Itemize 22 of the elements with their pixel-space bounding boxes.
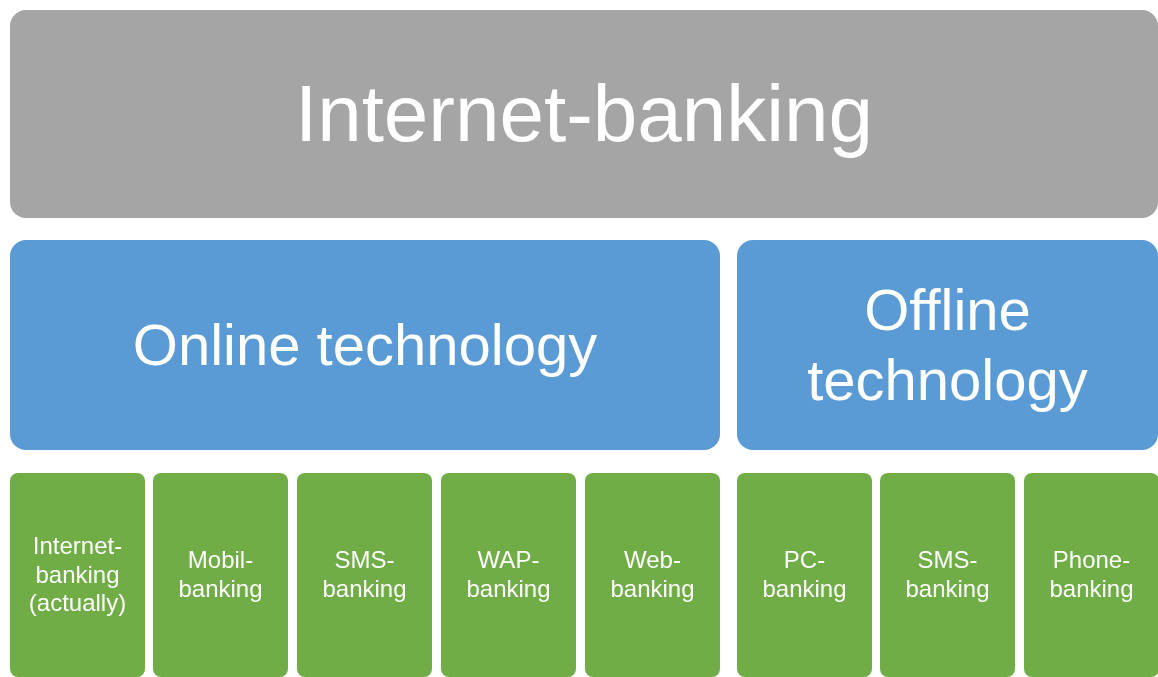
box-label: WAP-banking bbox=[465, 546, 552, 604]
box-label: Internet-banking (actually) bbox=[27, 531, 128, 619]
box-label: Web-banking bbox=[609, 546, 696, 604]
title-box bbox=[10, 10, 1158, 218]
item-box bbox=[585, 473, 720, 677]
item-box bbox=[10, 473, 145, 677]
box-label: SMS-banking bbox=[321, 546, 408, 604]
box-label: Internet-banking bbox=[294, 68, 874, 160]
box-label: Mobil-banking bbox=[177, 546, 264, 604]
item-box bbox=[153, 473, 288, 677]
category-box bbox=[10, 240, 720, 450]
box-label: Phone-banking bbox=[1048, 546, 1135, 604]
category-box bbox=[737, 240, 1158, 450]
item-box bbox=[297, 473, 432, 677]
item-box bbox=[441, 473, 576, 677]
box-label: SMS-banking bbox=[904, 546, 991, 604]
box-label: PC-banking bbox=[761, 546, 848, 604]
box-label: Offline technology bbox=[806, 276, 1089, 414]
box-label: Online technology bbox=[132, 311, 598, 380]
item-box bbox=[880, 473, 1015, 677]
item-box bbox=[737, 473, 872, 677]
item-box bbox=[1024, 473, 1158, 677]
